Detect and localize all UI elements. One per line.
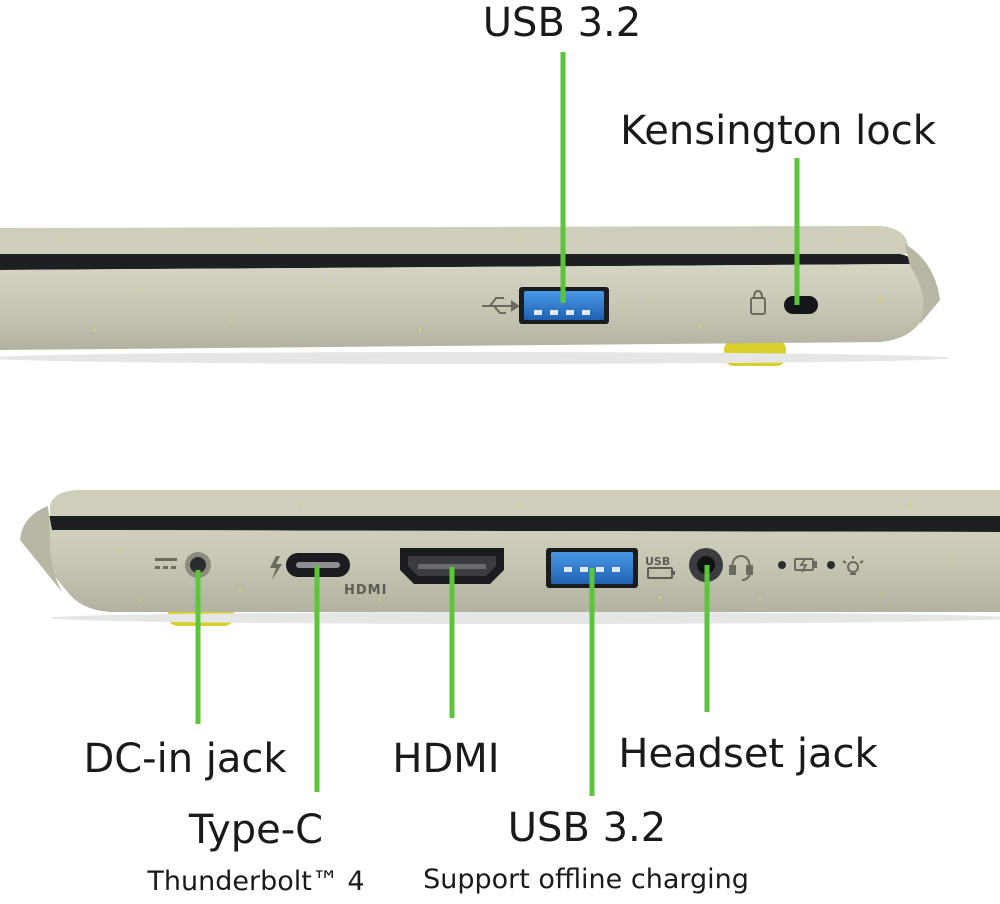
power-led: [827, 561, 835, 569]
shadow: [50, 612, 1000, 624]
hdmi-logo: HDMI: [344, 583, 387, 598]
base: [22, 508, 1000, 612]
label-kensington-lock: Kensington lock: [620, 108, 937, 154]
laptop-right-side-view: [0, 226, 950, 366]
label-dc-in-jack: DC-in jack: [83, 736, 287, 782]
usb-charge-logo: USB: [645, 555, 670, 568]
battery-charging-icon: [794, 557, 817, 573]
hinge: [905, 244, 940, 324]
label-headset-jack: Headset jack: [618, 731, 878, 777]
shadow: [0, 352, 950, 364]
kensington-lock-icon: [750, 289, 766, 315]
thunderbolt-icon: [270, 556, 282, 580]
usb-symbol-icon: [482, 297, 520, 314]
battery-led: [778, 561, 786, 569]
headset-icon: [729, 554, 753, 581]
type-c-port-inner: [296, 562, 340, 568]
label-type-c-subtitle: Thunderbolt™ 4: [146, 866, 364, 897]
label-usb-bottom-subtitle: Support offline charging: [423, 864, 749, 895]
usb-charge-battery-tip: [672, 571, 675, 575]
power-light-icon: [842, 556, 864, 575]
label-hdmi: HDMI: [392, 736, 499, 782]
dc-power-icon: [155, 558, 177, 569]
label-type-c: Type-C: [188, 807, 323, 853]
dc-in-jack-hole: [190, 557, 206, 573]
label-usb-top: USB 3.2: [483, 0, 641, 46]
label-usb-bottom: USB 3.2: [508, 805, 666, 851]
bezel-line: [0, 254, 912, 270]
base: [0, 264, 938, 350]
hinge: [20, 506, 62, 592]
usb-port-top-pins: [534, 310, 590, 315]
lid: [0, 226, 908, 254]
usb-port-bottom-pins: [564, 567, 620, 572]
laptop-left-side-view: HDMI USB: [20, 490, 1000, 626]
lid: [50, 490, 1000, 516]
chassis-speckles: [118, 503, 952, 602]
hdmi-port-pins: [418, 564, 486, 569]
kensington-slot: [784, 296, 818, 314]
chassis-speckles: [58, 238, 882, 332]
bezel-line: [47, 516, 1000, 532]
